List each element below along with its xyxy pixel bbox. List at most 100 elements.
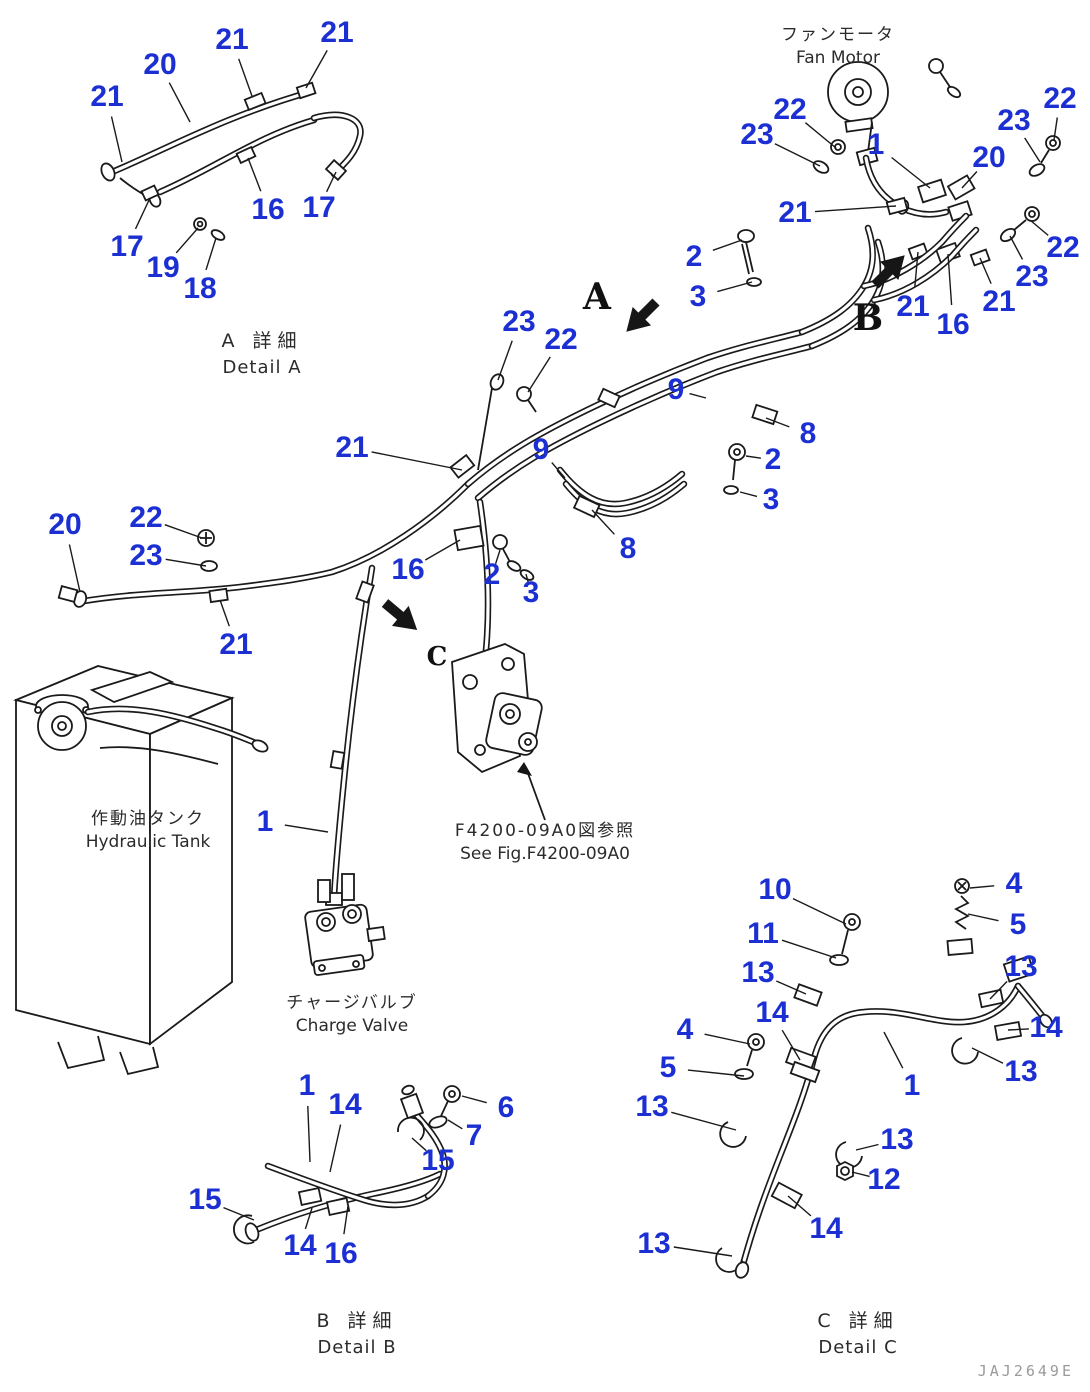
callout-20: 20 — [48, 508, 82, 541]
callout-10: 10 — [758, 873, 792, 906]
callout-1: 1 — [867, 128, 885, 161]
callout-13: 13 — [635, 1090, 669, 1123]
leader-line — [969, 885, 995, 889]
callout-22: 22 — [129, 501, 163, 534]
leader-line — [914, 251, 919, 288]
leader-line — [967, 913, 999, 922]
leader-line — [673, 1246, 733, 1257]
leader-line — [205, 237, 217, 271]
leader-line — [804, 122, 837, 149]
callout-21: 21 — [896, 290, 930, 323]
leader-line — [689, 392, 707, 399]
callout-15: 15 — [188, 1183, 222, 1216]
leader-line — [979, 257, 992, 284]
leader-line — [792, 897, 847, 925]
see-fig-reference-label-en: See Fig.F4200-09A0 — [460, 844, 630, 864]
leader-line — [134, 197, 151, 230]
leader-line — [1009, 235, 1024, 260]
callout-22: 22 — [773, 93, 807, 126]
callout-1: 1 — [298, 1069, 316, 1102]
callout-5: 5 — [659, 1051, 677, 1084]
callout-4: 4 — [1005, 867, 1023, 900]
callout-14: 14 — [755, 996, 789, 1029]
leader-line — [447, 1119, 463, 1130]
fan-motor-label-jp: ファンモータ — [781, 25, 895, 45]
callout-3: 3 — [689, 280, 707, 313]
callout-21: 21 — [778, 196, 812, 229]
leader-line — [525, 573, 530, 585]
leader-line — [164, 524, 203, 539]
detail-b-drawing — [233, 1084, 461, 1245]
leader-line — [1007, 1028, 1029, 1031]
leader-line — [551, 462, 566, 479]
leader-line — [776, 980, 807, 995]
leader-line — [704, 1033, 751, 1045]
callout-13: 13 — [741, 956, 775, 989]
callout-21: 21 — [90, 80, 124, 113]
leader-line — [168, 82, 191, 123]
detail-c-label-en: Detail C — [818, 1337, 898, 1358]
callout-21: 21 — [215, 23, 249, 56]
callout-17: 17 — [302, 191, 336, 224]
callout-3: 3 — [522, 576, 540, 609]
callout-22: 22 — [544, 323, 578, 356]
leader-line — [238, 58, 253, 97]
callout-6: 6 — [497, 1091, 515, 1124]
leader-line — [424, 539, 461, 561]
detail-c-label-jp: C 詳細 — [817, 1310, 899, 1332]
leader-line — [307, 1105, 311, 1163]
leader-line — [739, 491, 758, 498]
hydraulic-tank-label-jp: 作動油タンク — [91, 809, 205, 829]
charge-valve-label-en: Charge Valve — [295, 1016, 409, 1036]
fan-motor-drawing — [737, 58, 1061, 287]
callout-23: 23 — [997, 104, 1031, 137]
callout-13: 13 — [1004, 1055, 1038, 1088]
view-letter-a: A — [583, 276, 611, 318]
leader-line — [175, 227, 199, 254]
callout-16: 16 — [251, 193, 285, 226]
leader-line — [591, 509, 615, 535]
leader-line — [284, 824, 329, 833]
callout-1: 1 — [903, 1069, 921, 1102]
callout-22: 22 — [1046, 231, 1080, 264]
leader-line — [855, 1143, 879, 1151]
callout-14: 14 — [283, 1229, 317, 1262]
callout-16: 16 — [936, 308, 970, 341]
leader-line — [814, 205, 897, 213]
leader-line — [219, 599, 230, 627]
fan-motor-label-en: Fan Motor — [796, 48, 880, 68]
callout-3: 3 — [762, 483, 780, 516]
charge-valve-label-jp: チャージバルブ — [286, 993, 418, 1013]
leader-line — [165, 558, 207, 567]
callout-20: 20 — [972, 141, 1006, 174]
leader-line — [325, 171, 337, 193]
charge-valve-label: チャージバルブ Charge Valve — [286, 988, 417, 1036]
callout-21: 21 — [320, 16, 354, 49]
hydraulic-tank-drawing — [13, 665, 269, 1076]
leader-line — [305, 50, 328, 89]
leader-line — [961, 171, 978, 189]
callout-18: 18 — [183, 272, 217, 305]
callout-11: 11 — [747, 917, 779, 950]
callout-14: 14 — [1029, 1011, 1063, 1044]
callout-17: 17 — [110, 230, 144, 263]
leader-line — [247, 157, 262, 192]
leader-line — [671, 1111, 737, 1131]
callout-13: 13 — [1004, 950, 1038, 983]
leader-line — [687, 1069, 745, 1077]
leader-line — [712, 239, 743, 251]
callout-23: 23 — [740, 118, 774, 151]
callout-9: 9 — [532, 433, 550, 466]
callout-2: 2 — [685, 240, 703, 273]
callout-21: 21 — [219, 628, 253, 661]
leader-line — [883, 1031, 904, 1069]
detail-c-drawing — [715, 878, 1053, 1279]
leader-line — [787, 1195, 812, 1217]
callout-2: 2 — [483, 558, 501, 591]
callout-7: 7 — [465, 1119, 483, 1152]
leader-line — [461, 1095, 487, 1104]
